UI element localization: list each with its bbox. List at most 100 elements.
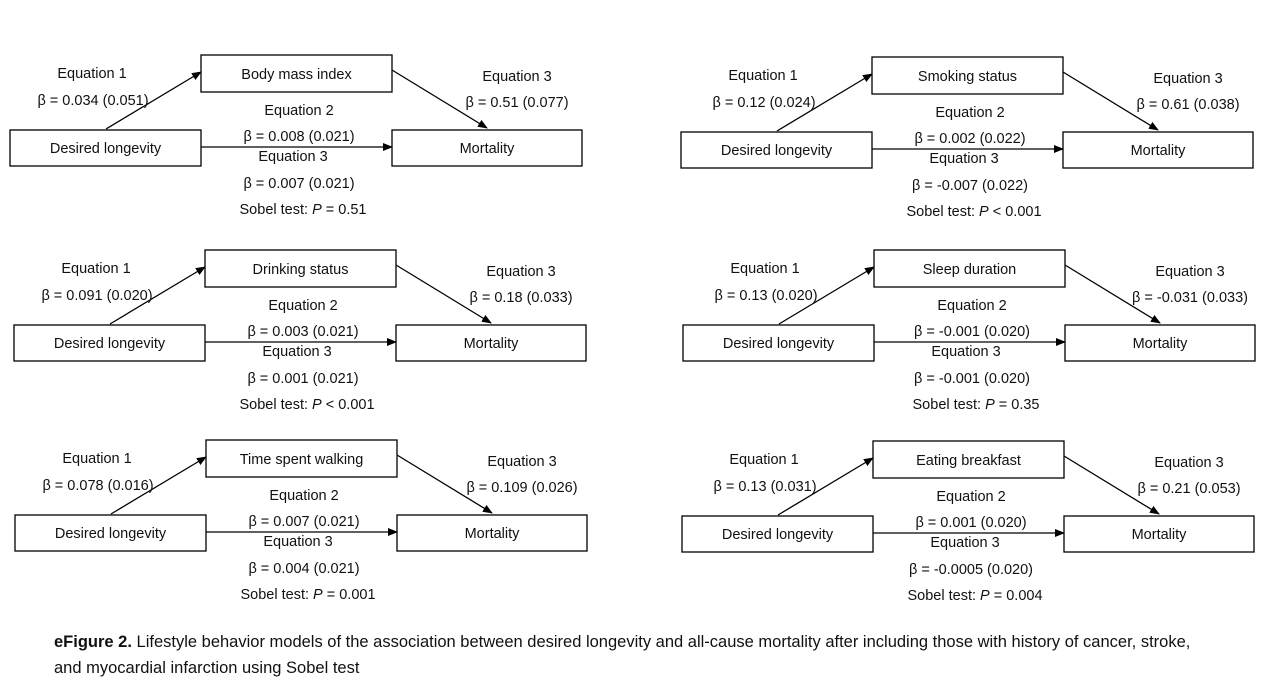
arrow-exposure-to-mediator [105,71,202,130]
equation-3-mediator-heading: Equation 3 [486,264,555,280]
arrow-mediator-to-outcome [395,264,492,324]
exposure-box [13,324,206,362]
equation-3-beta-mediator: β = 0.21 (0.053) [1137,481,1240,497]
mediator-box [200,54,393,93]
mediator-label: Smoking status [918,69,1017,85]
outcome-label: Mortality [1131,143,1187,159]
arrow-exposure-to-mediator [777,457,874,516]
caption-label: eFigure 2. [54,633,132,651]
exposure-box [680,131,873,169]
arrow-exposure-to-mediator [776,73,873,132]
equation-1-beta: β = 0.12 (0.024) [712,95,815,111]
equation-3-beta-mediator: β = 0.51 (0.077) [465,95,568,111]
equation-1-heading: Equation 1 [728,68,797,84]
outcome-label: Mortality [464,336,520,352]
equation-3-heading: Equation 3 [262,344,331,360]
outcome-label: Mortality [460,141,516,157]
equation-2-beta: β = 0.007 (0.021) [248,514,359,530]
exposure-label: Desired longevity [50,141,162,157]
outcome-box [391,129,583,167]
equation-3-beta-direct: β = 0.007 (0.021) [243,176,354,192]
equation-3-mediator-heading: Equation 3 [482,69,551,85]
equation-2-heading: Equation 2 [936,489,1005,505]
sobel-test: Sobel test: P < 0.001 [239,397,374,413]
mediator-label: Time spent walking [240,452,364,468]
arrow-exposure-to-mediator [109,266,206,325]
equation-3-beta-direct: β = 0.004 (0.021) [248,561,359,577]
exposure-label: Desired longevity [54,336,166,352]
outcome-box [395,324,587,362]
mediator-label: Drinking status [253,262,349,278]
equation-3-beta-direct: β = -0.001 (0.020) [914,371,1030,387]
mediator-box [205,439,398,478]
outcome-box [1062,131,1254,169]
equation-2-beta: β = 0.001 (0.020) [915,515,1026,531]
arrow-mediator-to-outcome [391,69,488,129]
equation-2-beta: β = -0.001 (0.020) [914,324,1030,340]
equation-2-heading: Equation 2 [937,298,1006,314]
equation-3-heading: Equation 3 [263,534,332,550]
equation-3-heading: Equation 3 [931,344,1000,360]
arrow-mediator-to-outcome [1062,71,1159,131]
equation-3-heading: Equation 3 [929,151,998,167]
exposure-label: Desired longevity [722,527,834,543]
equation-3-beta-direct: β = -0.0005 (0.020) [909,562,1033,578]
equation-1-beta: β = 0.034 (0.051) [37,93,148,109]
exposure-box [14,514,207,552]
equation-3-mediator-heading: Equation 3 [487,454,556,470]
equation-2-heading: Equation 2 [264,103,333,119]
mediator-label: Eating breakfast [916,453,1021,469]
mediator-label: Body mass index [241,67,352,83]
equation-3-beta-direct: β = -0.007 (0.022) [912,178,1028,194]
equation-1-heading: Equation 1 [729,452,798,468]
outcome-label: Mortality [1133,336,1189,352]
equation-1-heading: Equation 1 [730,261,799,277]
outcome-box [396,514,588,552]
mediator-box [871,56,1064,95]
equation-2-beta: β = 0.002 (0.022) [914,131,1025,147]
equation-3-mediator-heading: Equation 3 [1155,264,1224,280]
sobel-test: Sobel test: P = 0.51 [240,202,367,218]
equation-1-beta: β = 0.13 (0.031) [713,479,816,495]
arrow-mediator-to-outcome [396,454,493,514]
arrow-mediator-to-outcome [1063,455,1160,515]
sobel-test: Sobel test: P = 0.004 [907,588,1042,604]
equation-1-heading: Equation 1 [57,66,126,82]
equation-1-heading: Equation 1 [61,261,130,277]
exposure-label: Desired longevity [723,336,835,352]
equation-3-mediator-heading: Equation 3 [1153,71,1222,87]
figure-caption: eFigure 2. Lifestyle behavior models of … [54,629,1204,681]
outcome-box [1064,324,1256,362]
equation-2-heading: Equation 2 [268,298,337,314]
outcome-label: Mortality [465,526,521,542]
exposure-box [681,515,874,553]
exposure-label: Desired longevity [55,526,167,542]
equation-3-beta-mediator: β = -0.031 (0.033) [1132,290,1248,306]
mediator-label: Sleep duration [923,262,1017,278]
equation-3-beta-mediator: β = 0.109 (0.026) [466,480,577,496]
mediator-box [204,249,397,288]
sobel-test: Sobel test: P = 0.001 [240,587,375,603]
equation-1-beta: β = 0.091 (0.020) [41,288,152,304]
equation-1-beta: β = 0.13 (0.020) [714,288,817,304]
equation-2-beta: β = 0.003 (0.021) [247,324,358,340]
sobel-test: Sobel test: P < 0.001 [906,204,1041,220]
sobel-test: Sobel test: P = 0.35 [913,397,1040,413]
equation-3-beta-mediator: β = 0.18 (0.033) [469,290,572,306]
mediator-box [872,440,1065,479]
equation-2-heading: Equation 2 [269,488,338,504]
caption-text: Lifestyle behavior models of the associa… [54,633,1191,677]
equation-3-heading: Equation 3 [258,149,327,165]
equation-2-heading: Equation 2 [935,105,1004,121]
arrow-exposure-to-mediator [110,456,207,515]
equation-3-heading: Equation 3 [930,535,999,551]
equation-1-heading: Equation 1 [62,451,131,467]
exposure-box [9,129,202,167]
